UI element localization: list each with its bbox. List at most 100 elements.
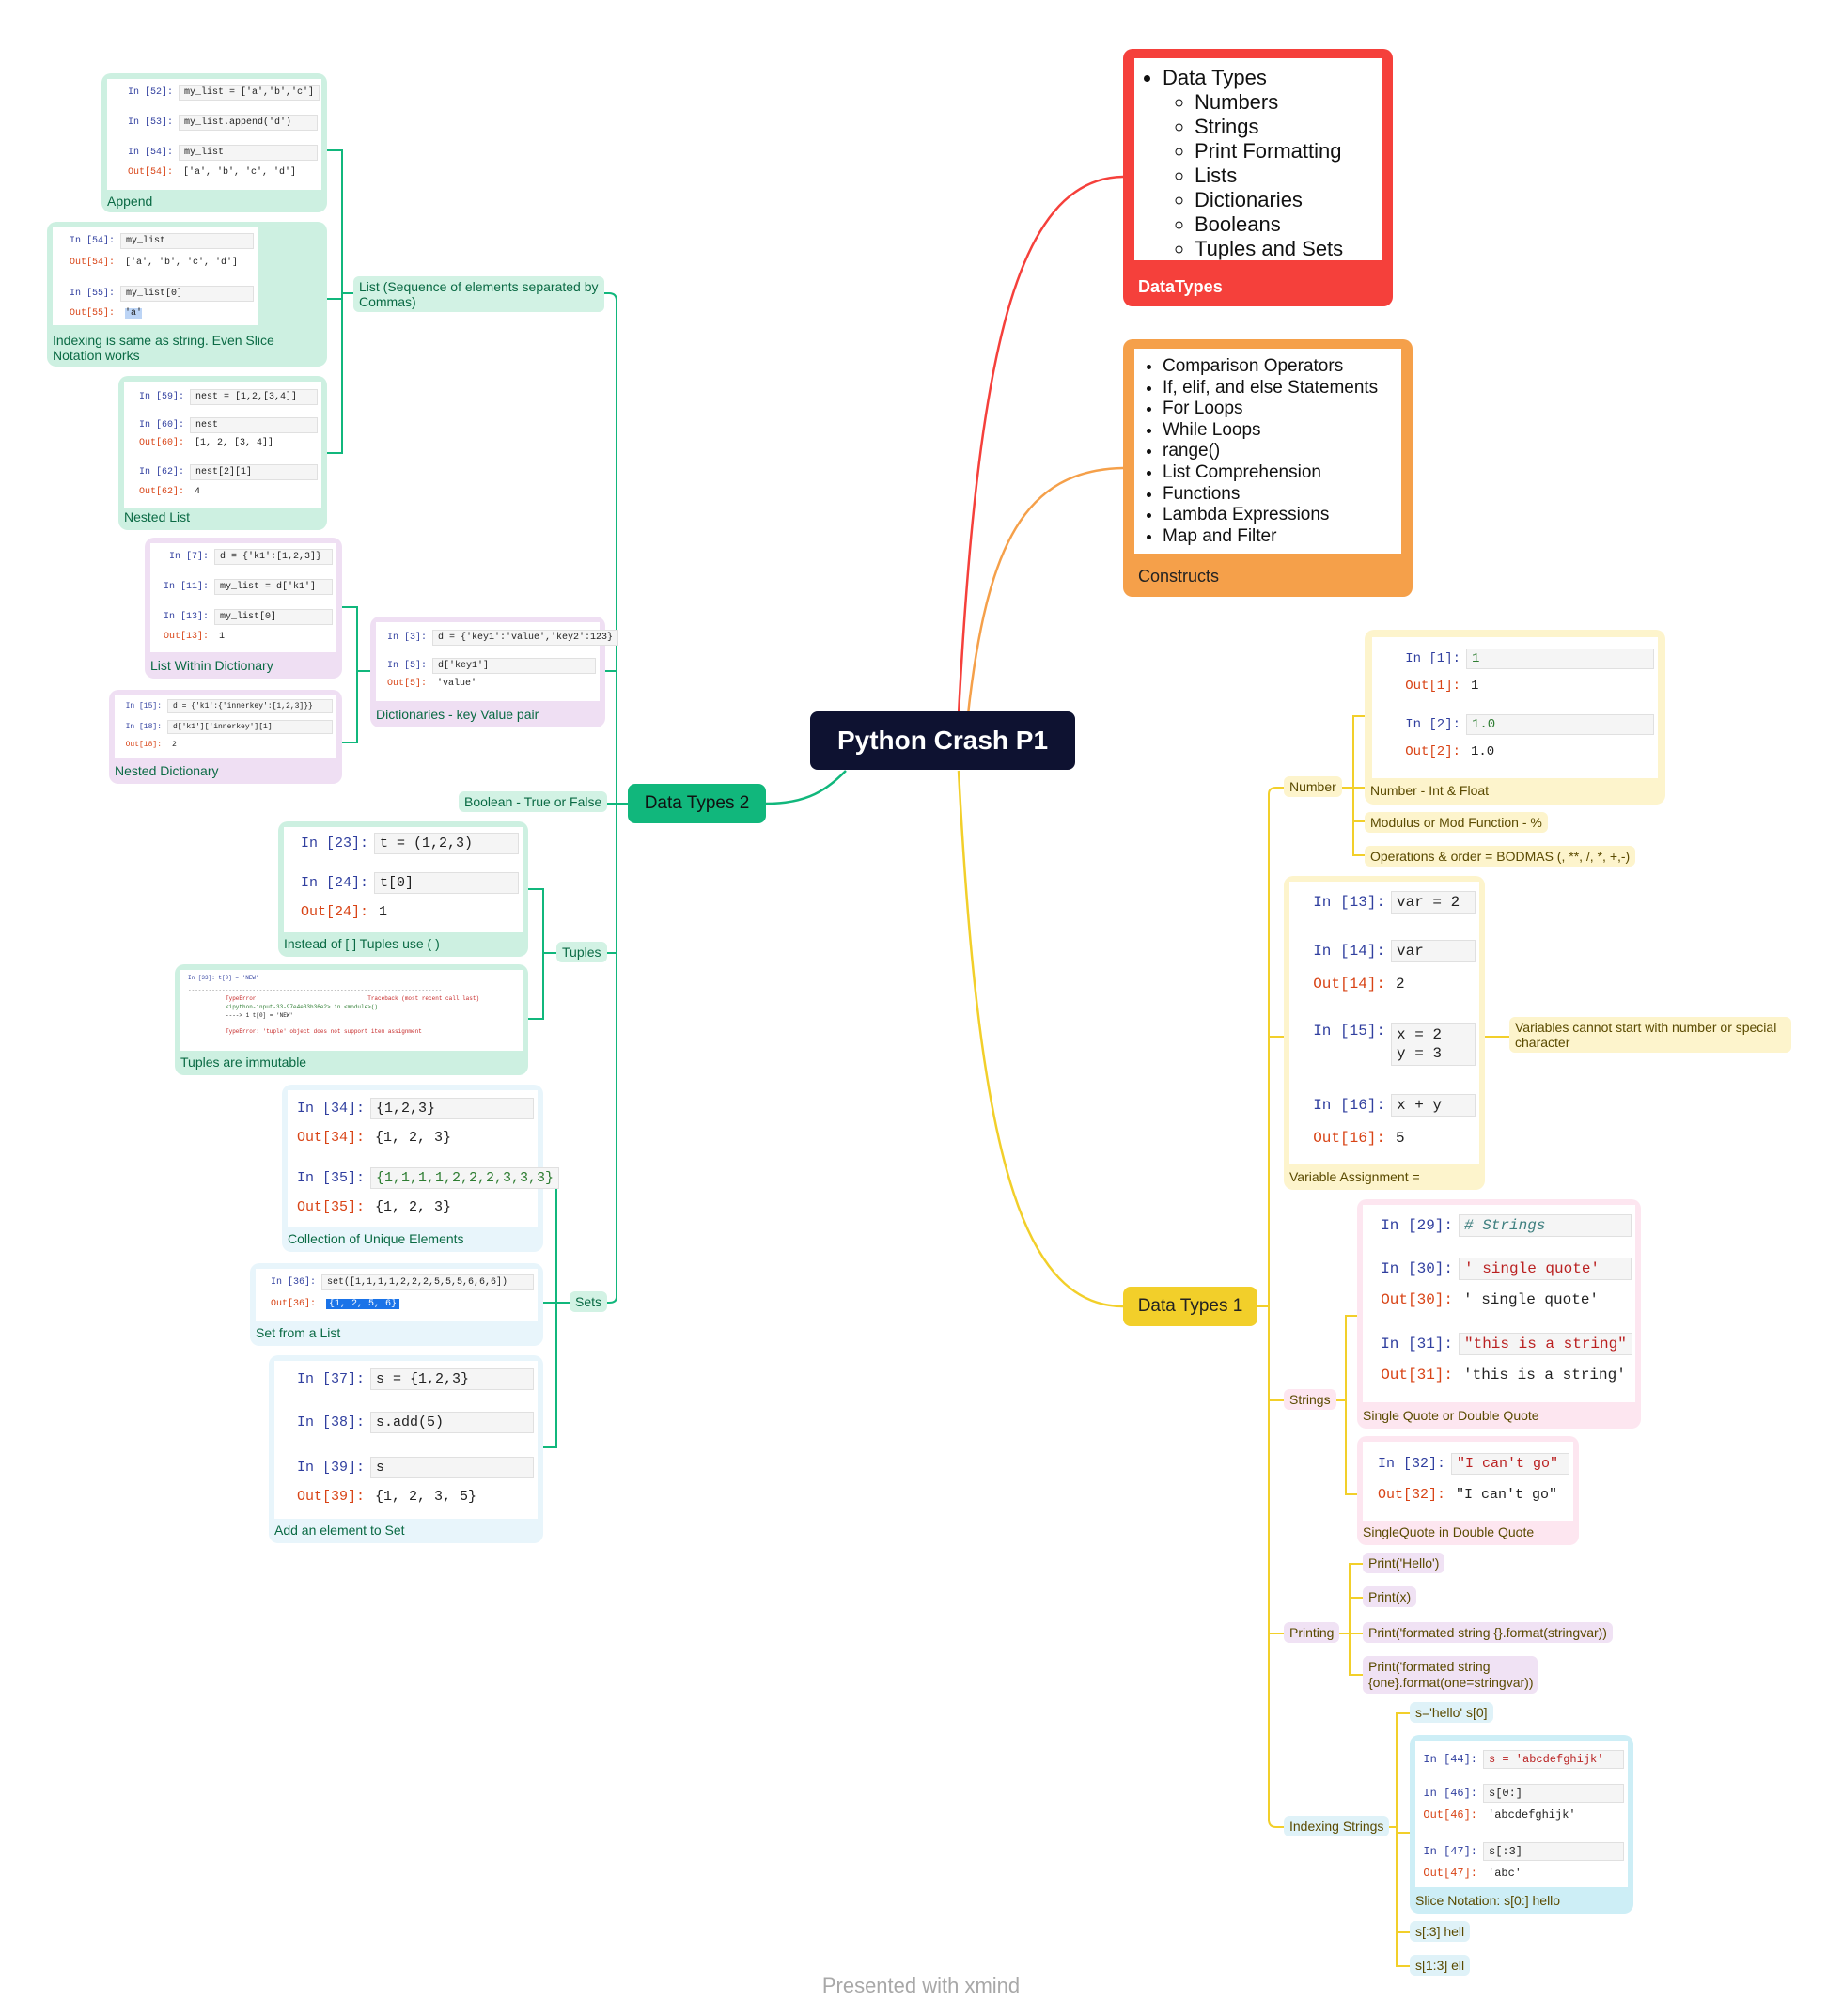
code[interactable]: my_list[0] (214, 609, 333, 625)
code[interactable]: d = {'k1':{'innerkey':[1,2,3]}} (167, 699, 333, 713)
nb-row: Out[54]:['a', 'b', 'c', 'd'] (58, 256, 254, 270)
code[interactable]: nest[2][1] (190, 464, 318, 480)
indexing-first[interactable]: s='hello' s[0] (1410, 1702, 1493, 1723)
strings-card[interactable]: In [29]:# Strings In [30]:' single quote… (1357, 1199, 1641, 1429)
code[interactable]: 1.0 (1466, 714, 1654, 735)
number-label[interactable]: Number (1284, 776, 1342, 797)
code[interactable]: set([1,1,1,1,2,2,2,5,5,5,6,6,6]) (321, 1274, 534, 1290)
code[interactable]: s (370, 1457, 534, 1478)
print-item[interactable]: Print('formated string {}.format(stringv… (1363, 1622, 1613, 1643)
tb-line: ----------------------------------------… (188, 987, 443, 993)
output: ' single quote' (1463, 1291, 1600, 1308)
slice-s3[interactable]: s[:3] hell (1410, 1921, 1471, 1942)
code[interactable]: t[0] (374, 872, 519, 894)
prompt: In [24]: (300, 875, 368, 891)
append-card[interactable]: In [52]:my_list = ['a','b','c'] In [53]:… (102, 73, 327, 212)
prompt: In [30]: (1381, 1260, 1453, 1277)
sets-unique-card[interactable]: In [34]:{1,2,3} Out[34]:{1, 2, 3} In [35… (282, 1085, 560, 1252)
variable-note[interactable]: Variables cannot start with number or sp… (1509, 1017, 1791, 1053)
code[interactable]: s.add(5) (370, 1412, 534, 1433)
topic-datatypes[interactable]: Data Types Numbers Strings Print Formatt… (1123, 49, 1393, 306)
prompt: In [53]: (127, 117, 173, 128)
variable-card[interactable]: In [13]:var = 2 In [14]:var Out[14]:2 In… (1284, 876, 1485, 1190)
strings-label[interactable]: Strings (1284, 1389, 1336, 1410)
code[interactable]: s = 'abcdefghijk' (1483, 1750, 1624, 1769)
root-topic[interactable]: Python Crash P1 (810, 711, 1075, 770)
operations-label[interactable]: Operations & order = BODMAS (, **, /, *,… (1365, 846, 1636, 867)
code[interactable]: d = {'k1':[1,2,3]} (214, 549, 333, 565)
prompt: In [7]: (168, 552, 209, 562)
code[interactable]: s[:3] (1483, 1842, 1624, 1861)
nb-row: In [2]:1.0 (1378, 714, 1654, 735)
constructs-item: range() (1163, 441, 1392, 462)
code[interactable]: s = {1,2,3} (370, 1368, 534, 1390)
sets-fromlist-card[interactable]: In [36]:set([1,1,1,1,2,2,2,5,5,5,6,6,6])… (250, 1263, 543, 1346)
modulus-label[interactable]: Modulus or Mod Function - % (1365, 812, 1548, 833)
code[interactable]: d = {'key1':'value','key2':123} (432, 630, 619, 646)
code[interactable]: 1 (1466, 649, 1654, 669)
tuples-label[interactable]: Tuples (556, 942, 607, 962)
code[interactable]: {1,2,3} (370, 1098, 534, 1119)
prompt: In [31]: (1381, 1336, 1453, 1352)
nb-row: Out[36]:{1, 2, 5, 6} (261, 1297, 534, 1311)
append-notebook: In [52]:my_list = ['a','b','c'] In [53]:… (107, 79, 321, 190)
tuples-immutable-card[interactable]: In [33]: t[0] = 'NEW' ------------------… (175, 964, 528, 1075)
code[interactable]: d['k1']['innerkey'][1] (167, 720, 333, 734)
sets-label[interactable]: Sets (570, 1291, 608, 1312)
singlequote-card[interactable]: In [32]:"I can't go" Out[32]:"I can't go… (1357, 1436, 1579, 1545)
code[interactable]: "this is a string" (1459, 1333, 1632, 1355)
dict-within-card[interactable]: In [7]:d = {'k1':[1,2,3]} In [11]:my_lis… (145, 538, 342, 679)
output: 'this is a string' (1463, 1367, 1626, 1383)
edge-root-dt2 (765, 770, 847, 805)
nb-row: Out[2]:1.0 (1378, 742, 1654, 761)
printing-label[interactable]: Printing (1284, 1622, 1340, 1643)
boolean-label[interactable]: Boolean - True or False (459, 791, 608, 812)
code[interactable]: nest = [1,2,[3,4]] (190, 389, 318, 405)
sets-fromlist-caption: Set from a List (256, 1325, 341, 1340)
code[interactable]: t = (1,2,3) (374, 833, 519, 854)
dict-within-notebook: In [7]:d = {'k1':[1,2,3]} In [11]:my_lis… (150, 543, 336, 652)
slice-card[interactable]: In [44]:s = 'abcdefghijk' In [46]:s[0:] … (1410, 1735, 1633, 1914)
sets-add-caption: Add an element to Set (274, 1523, 405, 1538)
nested-list-card[interactable]: In [59]:nest = [1,2,[3,4]] In [60]:nest … (118, 376, 327, 530)
code[interactable]: my_list (120, 233, 254, 249)
code[interactable]: # Strings (1459, 1214, 1632, 1237)
indexing-label[interactable]: Indexing Strings (1284, 1816, 1390, 1836)
dict-nested-card[interactable]: In [15]:d = {'k1':{'innerkey':[1,2,3]}} … (109, 690, 342, 784)
datatypes-list: Data Types Numbers Strings Print Formatt… (1134, 58, 1382, 260)
topic-constructs[interactable]: Comparison Operators If, elif, and else … (1123, 339, 1413, 597)
sets-add-card[interactable]: In [37]:s = {1,2,3} In [38]:s.add(5) In … (269, 1355, 543, 1543)
slice-s13[interactable]: s[1:3] ell (1410, 1955, 1471, 1976)
code[interactable]: my_list[0] (120, 286, 254, 302)
code[interactable]: x + y (1391, 1094, 1476, 1117)
constructs-list: Comparison Operators If, elif, and else … (1134, 349, 1401, 554)
code[interactable]: ' single quote' (1459, 1258, 1632, 1280)
code[interactable]: "I can't go" (1451, 1453, 1569, 1475)
code[interactable]: var (1391, 940, 1476, 962)
topic-data-types-1[interactable]: Data Types 1 (1123, 1287, 1257, 1326)
number-card[interactable]: In [1]:1 Out[1]:1 In [2]:1.0 Out[2]:1.0 … (1365, 630, 1665, 805)
code[interactable]: nest (190, 417, 318, 433)
code[interactable]: {1,1,1,1,2,2,2,3,3,3} (370, 1167, 560, 1189)
list-indexing-notebook: In [54]:my_list Out[54]:['a', 'b', 'c', … (53, 227, 258, 325)
code[interactable]: my_list = ['a','b','c'] (179, 85, 320, 101)
list-label[interactable]: List (Sequence of elements separated by … (353, 276, 604, 312)
dict-card[interactable]: In [3]:d = {'key1':'value','key2':123} I… (370, 617, 619, 727)
print-item[interactable]: Print('Hello') (1363, 1553, 1445, 1573)
code[interactable]: my_list = d['k1'] (214, 579, 333, 595)
code[interactable]: var = 2 (1391, 891, 1476, 914)
tuples-card[interactable]: In [23]:t = (1,2,3) In [24]:t[0] Out[24]… (278, 821, 528, 957)
nb-row: Out[1]:1 (1378, 677, 1654, 695)
code[interactable]: my_list (179, 145, 318, 161)
print-item[interactable]: Print('formated string {one}.format(one=… (1363, 1656, 1538, 1694)
topic-data-types-2[interactable]: Data Types 2 (628, 784, 766, 823)
nb-row: In [54]:my_list (58, 233, 254, 249)
prompt: In [37]: (296, 1371, 365, 1387)
print-item[interactable]: Print(x) (1363, 1586, 1417, 1607)
code[interactable]: d['key1'] (432, 658, 596, 674)
list-indexing-card[interactable]: In [54]:my_list Out[54]:['a', 'b', 'c', … (47, 222, 327, 367)
code[interactable]: s[0:] (1483, 1784, 1624, 1803)
datatypes-sub-item: Print Formatting (1195, 139, 1372, 164)
code[interactable]: my_list.append('d') (179, 115, 318, 131)
